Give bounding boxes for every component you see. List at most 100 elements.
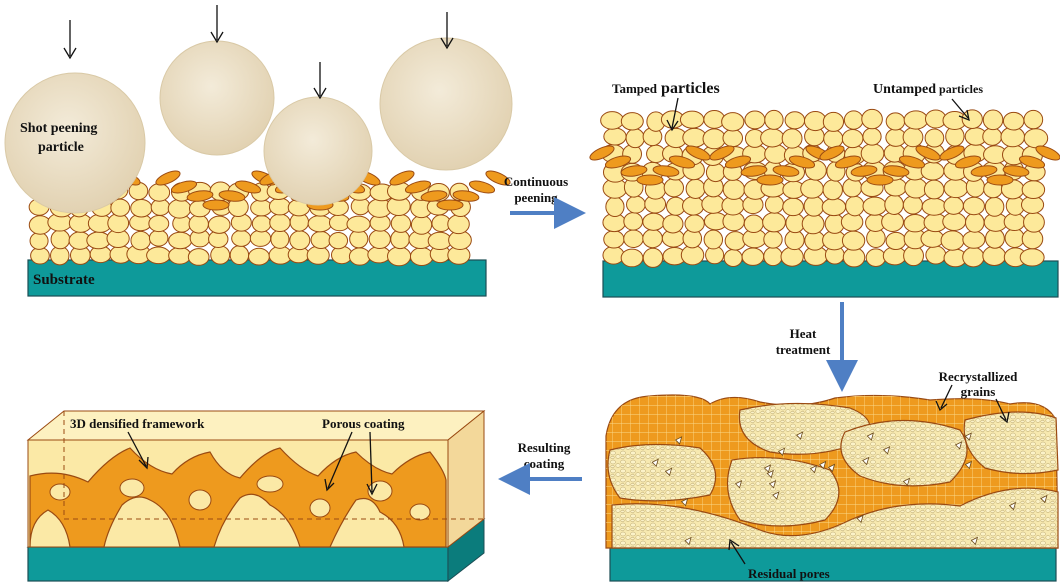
coating-particle <box>983 110 1003 130</box>
coating-particle <box>843 178 862 197</box>
coating-particle <box>643 248 662 267</box>
coating-particle <box>601 112 624 130</box>
coating-particle <box>1003 112 1023 130</box>
coating-particle <box>169 232 192 248</box>
tamped-particle <box>757 175 783 185</box>
coating-particle <box>802 214 824 234</box>
coating-particle <box>886 232 906 249</box>
coating-particle <box>643 229 663 247</box>
coating-particle <box>963 197 984 215</box>
coating-particle <box>904 215 926 232</box>
coating-particle <box>925 129 944 147</box>
coating-particle <box>785 112 805 129</box>
svg-text:Continuouspeening: Continuouspeening <box>504 174 568 205</box>
step-continuous-peening: Continuouspeening <box>504 174 570 213</box>
coating-particle <box>782 129 802 148</box>
panel-1-substrate <box>28 260 486 296</box>
tamped-particle <box>867 175 893 185</box>
coating-particle <box>786 213 805 232</box>
coating-particle <box>410 248 432 266</box>
coating-particle <box>866 249 885 267</box>
coating-particle <box>251 200 272 216</box>
coating-particle <box>603 246 624 264</box>
coating-particle <box>702 195 725 213</box>
coating-particle <box>1020 249 1044 266</box>
coating-particle <box>783 198 804 216</box>
tamped-particle <box>203 200 229 210</box>
recrystallized-label-line2: grains <box>961 384 996 399</box>
coating-particle <box>765 145 787 164</box>
coating-particle <box>944 197 963 214</box>
coating-particle <box>744 215 763 233</box>
coating-particle <box>983 128 1002 146</box>
coating-particle <box>804 196 824 216</box>
coating-particle <box>211 246 230 264</box>
coating-particle <box>332 246 353 263</box>
coating-particle <box>604 128 626 145</box>
coating-particle <box>764 231 782 248</box>
coating-particle <box>131 199 152 217</box>
coating-particle <box>941 231 964 250</box>
coating-particle <box>962 110 982 129</box>
coating-particle <box>329 233 347 249</box>
coating-particle <box>626 129 644 148</box>
recrystallized-label-line1: Recrystallized <box>939 369 1018 384</box>
coating-particle <box>823 180 842 200</box>
coating-particle <box>943 213 966 231</box>
coating-particle <box>311 231 331 248</box>
coating-particle <box>131 231 150 249</box>
grain-island-2 <box>841 420 967 485</box>
coating-particle <box>604 231 624 248</box>
coating-particle <box>723 129 743 146</box>
coating-particle <box>781 247 803 266</box>
coating-particle <box>349 248 370 265</box>
coating-particle <box>189 215 208 233</box>
coating-particle <box>983 246 1006 265</box>
coating-particle <box>308 216 331 232</box>
coating-particle <box>903 196 922 214</box>
coating-particle <box>722 113 744 131</box>
panel-3-substrate <box>610 547 1056 581</box>
framework-label: 3D densified framework <box>70 416 205 431</box>
panel-2-substrate <box>603 261 1058 297</box>
coating-particle <box>643 213 665 230</box>
coating-particle <box>886 113 905 130</box>
coating-particle <box>663 215 683 233</box>
grain-island-5 <box>728 458 839 526</box>
coating-particle <box>966 213 985 232</box>
svg-text:Heattreatment: Heattreatment <box>776 326 831 357</box>
tamped-particle <box>637 175 663 185</box>
coating-particle <box>271 230 289 248</box>
coating-particle <box>723 180 744 200</box>
tamped-label-a: Tamped <box>612 81 658 96</box>
shot-particle-4 <box>380 38 512 170</box>
coating-particle <box>842 130 863 148</box>
coating-particle <box>904 111 928 129</box>
coating-particle <box>842 231 864 250</box>
coating-particle <box>252 215 271 231</box>
coating-particle <box>882 212 904 231</box>
coating-particle <box>863 128 881 145</box>
resulting-label-line2: coating <box>524 456 565 471</box>
coating-particle <box>985 197 1004 216</box>
coating-particle <box>905 178 927 198</box>
coating-particle <box>290 231 310 250</box>
tamped-label-b: particles <box>661 80 720 97</box>
coating-particle <box>29 216 51 234</box>
coating-particle <box>1022 181 1044 199</box>
step-heat-treatment: Heattreatment <box>776 302 842 376</box>
coating-particle <box>921 230 944 247</box>
coating-particle <box>428 232 451 249</box>
untamped-label-a: Untamped <box>873 82 936 97</box>
coating-particle <box>51 230 70 249</box>
coating-particle <box>147 247 171 264</box>
panel-3-heat-treated: Recrystallizedgrains Residual pores <box>606 369 1058 581</box>
heat-label-line2: treatment <box>776 342 831 357</box>
coating-particle <box>742 248 764 265</box>
panel-1-shot-peening: Shot peeningparticle Substrate <box>5 5 512 296</box>
panel-2-coating-particles <box>601 109 1048 267</box>
shot-label-line1: Shot peening <box>20 121 97 136</box>
coating-particle <box>763 213 786 232</box>
coating-particle <box>823 112 843 131</box>
svg-text:Tampedparticles: Tampedparticles <box>612 80 720 97</box>
